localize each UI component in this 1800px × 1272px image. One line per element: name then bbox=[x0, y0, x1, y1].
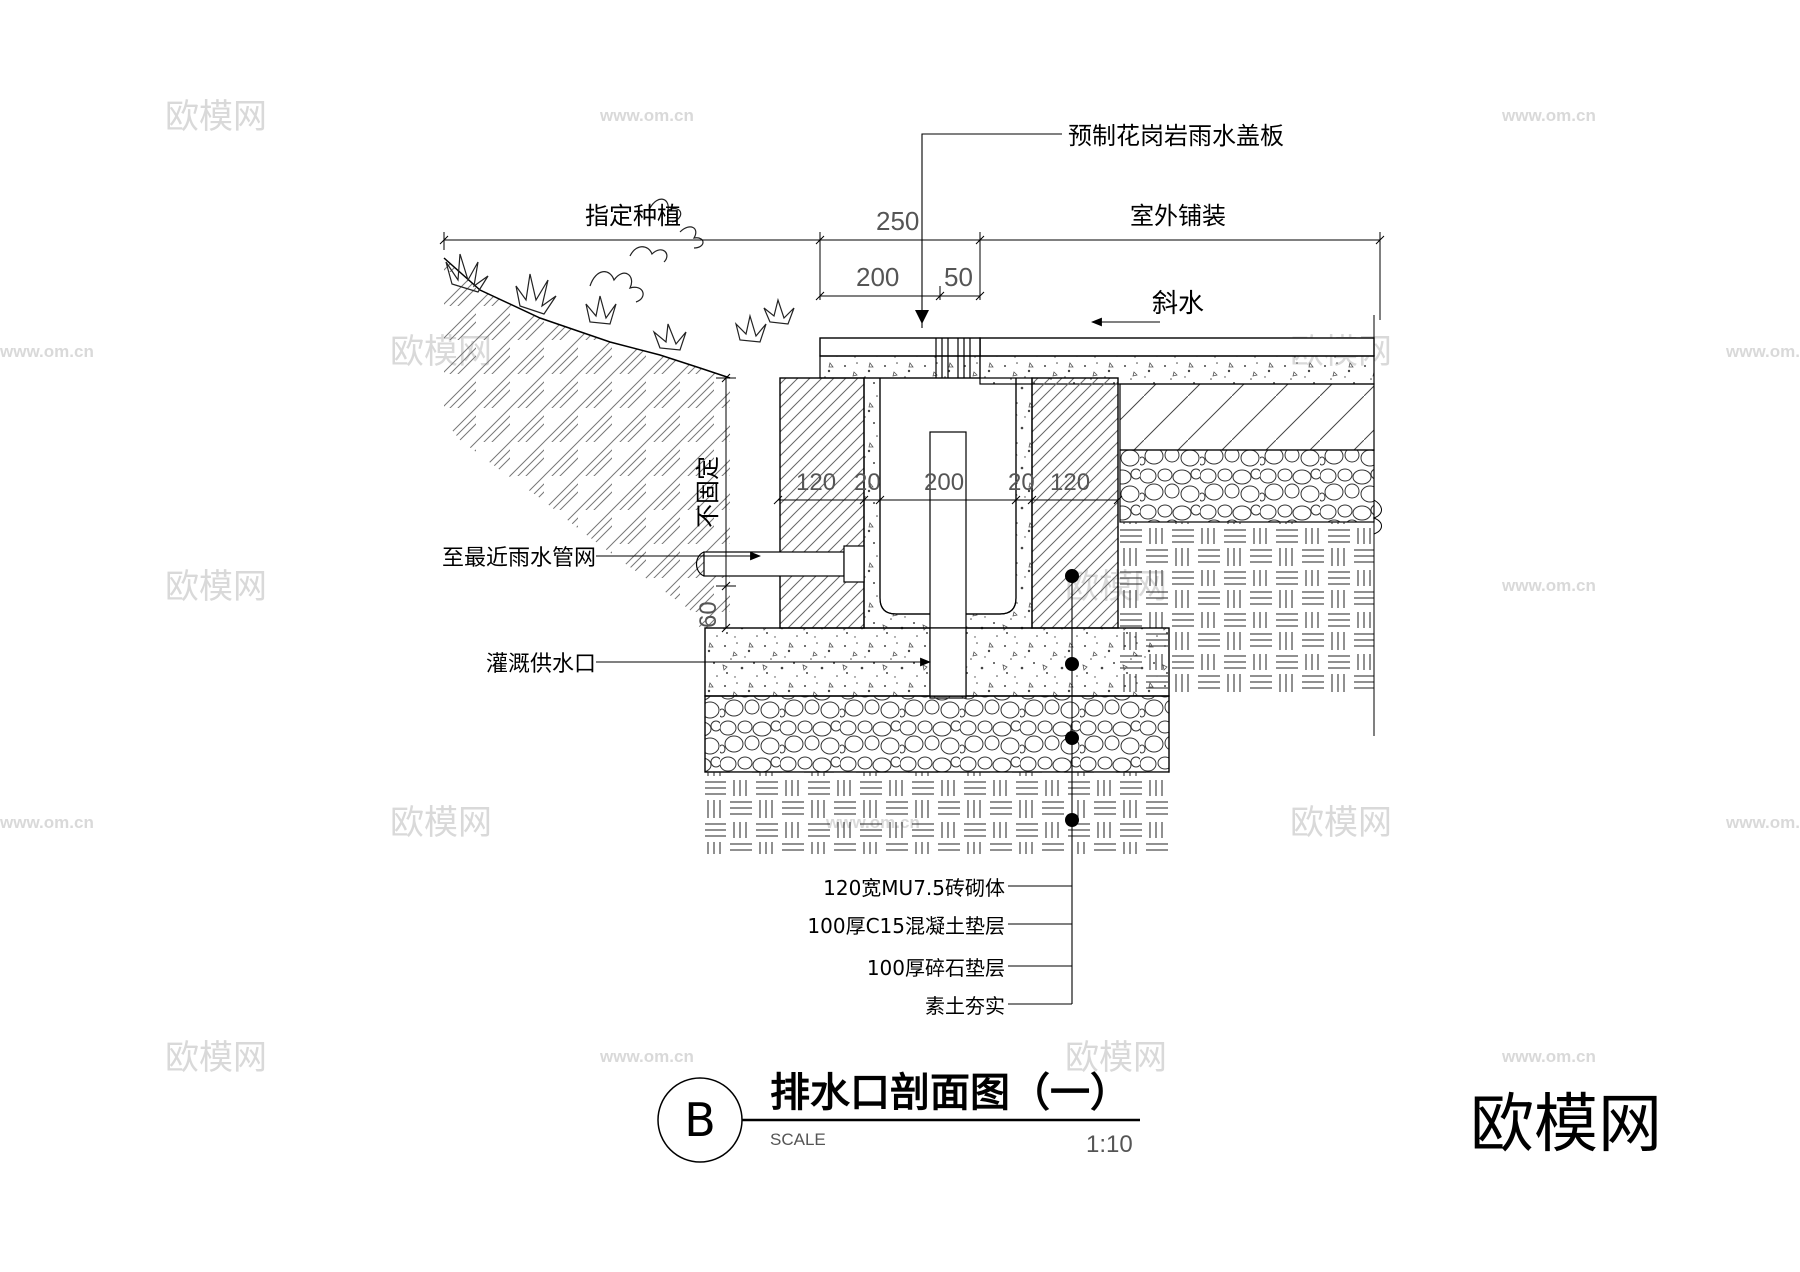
brand-logo: 欧模网 bbox=[1470, 1088, 1662, 1162]
drawing-title: 排水口剖面图（一） bbox=[770, 1070, 1130, 1116]
grate-slots bbox=[935, 338, 971, 378]
label-layer-gravel: 100厚碎石垫层 bbox=[867, 956, 1005, 980]
watermark-url: www.om.cn bbox=[599, 106, 694, 125]
watermark-brand: 欧模网 bbox=[165, 97, 267, 137]
label-slope: 斜水 bbox=[1152, 289, 1204, 319]
label-irrigation: 灌溉供水口 bbox=[486, 652, 596, 677]
watermark-url: www.om.cn bbox=[599, 1047, 694, 1066]
scale-value: 1:10 bbox=[1086, 1131, 1133, 1158]
layer-markers bbox=[1065, 569, 1079, 827]
label-planting: 指定种植 bbox=[585, 202, 681, 230]
watermark-url: www.om.cn bbox=[1725, 813, 1800, 832]
dim-inner: 200 bbox=[924, 469, 964, 496]
dimension-lines bbox=[439, 232, 1385, 633]
dim-depth: 60 bbox=[695, 601, 722, 628]
leader-lines bbox=[596, 133, 1160, 1005]
planting-symbol bbox=[445, 198, 795, 351]
watermark-url: www.om.cn bbox=[0, 342, 94, 361]
watermark-brand: 欧模网 bbox=[165, 1038, 267, 1078]
watermark-brand: 欧模网 bbox=[1290, 803, 1392, 843]
cover-arrowhead bbox=[915, 310, 929, 324]
irrigation-riser-lower bbox=[929, 627, 967, 697]
rammed-soil bbox=[705, 772, 1169, 854]
label-layer-concrete: 100厚C15混凝土垫层 bbox=[807, 914, 1005, 938]
watermark-brand: 欧模网 bbox=[165, 567, 267, 607]
label-variable: 不固定 bbox=[694, 456, 722, 528]
watermark-brand: 欧模网 bbox=[1065, 1038, 1167, 1078]
dim-wall-right: 120 bbox=[1050, 469, 1090, 496]
dim-gap: 50 bbox=[944, 262, 973, 292]
dim-grate: 200 bbox=[856, 262, 899, 292]
break-mark bbox=[1372, 499, 1382, 535]
gravel-bed bbox=[704, 695, 1170, 773]
paving-gravel-layer bbox=[1119, 449, 1375, 523]
watermark-url: www.om.cn bbox=[1725, 342, 1800, 361]
section-badge: B bbox=[684, 1093, 716, 1147]
dim-total: 250 bbox=[876, 206, 919, 236]
watermark-url: www.om.cn bbox=[1501, 106, 1596, 125]
watermark-url: www.om.cn bbox=[1501, 576, 1596, 595]
brick-wall-left bbox=[779, 377, 865, 629]
planting-soil-hatch bbox=[444, 258, 730, 628]
title-block: B 排水口剖面图（一） SCALE 1:10 bbox=[657, 1070, 1140, 1163]
dim-inner-left: 20 bbox=[854, 469, 881, 496]
scale-label: SCALE bbox=[770, 1130, 826, 1149]
brick-wall-right bbox=[1031, 377, 1119, 629]
outlet-pipe bbox=[695, 545, 865, 583]
ground-line bbox=[443, 257, 731, 379]
watermark-brand: 欧模网 bbox=[390, 803, 492, 843]
label-to-pipe: 至最近雨水管网 bbox=[442, 546, 596, 571]
dim-inner-right: 20 bbox=[1008, 469, 1035, 496]
cover-mortar bbox=[819, 355, 981, 379]
label-paving: 室外铺装 bbox=[1130, 202, 1226, 230]
granite-cover-plate bbox=[819, 337, 981, 357]
label-cover: 预制花岗岩雨水盖板 bbox=[1068, 122, 1284, 150]
paving-base-layer bbox=[1119, 383, 1375, 451]
label-layer-soil: 素土夯实 bbox=[925, 994, 1005, 1018]
dim-wall-left: 120 bbox=[796, 469, 836, 496]
watermark-url: www.om.cn bbox=[1501, 1047, 1596, 1066]
label-layer-brick: 120宽MU7.5砖砌体 bbox=[823, 876, 1005, 900]
paving-slab bbox=[979, 337, 1375, 357]
watermark-url: www.om.cn bbox=[0, 813, 94, 832]
